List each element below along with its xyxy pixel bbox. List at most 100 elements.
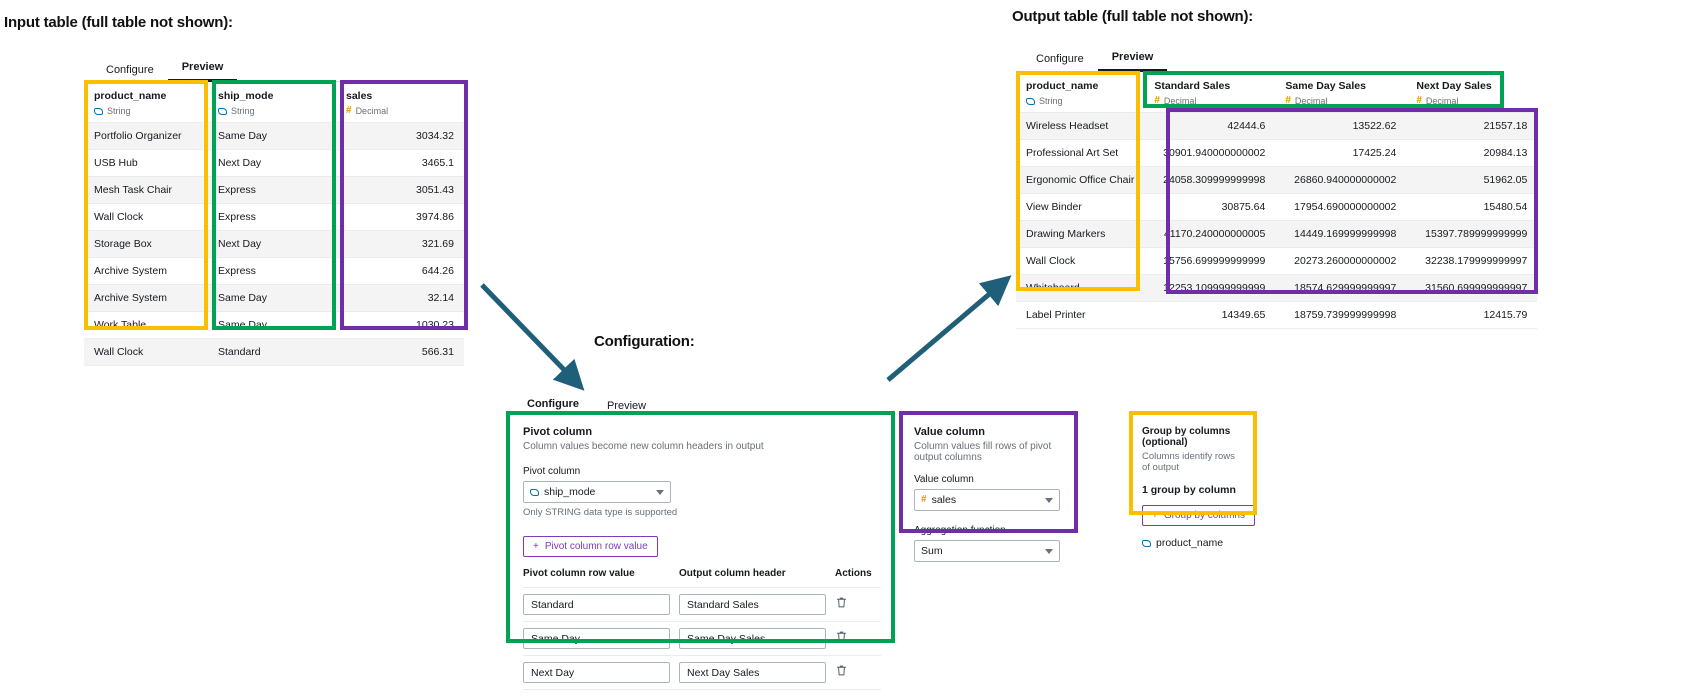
group-by-description: Columns identify rows of output <box>1142 451 1235 473</box>
table-cell: USB Hub <box>84 149 208 177</box>
table-cell: 17425.24 <box>1275 139 1407 167</box>
chevron-down-icon <box>656 489 664 495</box>
group-by-columns-panel: Group by columns (optional) Columns iden… <box>1132 414 1255 549</box>
arrow-input-to-config <box>480 283 585 391</box>
group-by-item[interactable]: product_name <box>1142 537 1244 549</box>
column-type: String <box>94 106 198 116</box>
pivot-row-actions-cell <box>835 655 881 690</box>
table-cell: Wireless Headset <box>1016 112 1145 140</box>
table-cell: Wall Clock <box>84 338 208 366</box>
table-cell: 321.69 <box>336 230 464 258</box>
pivot-col-header-value: Pivot column row value <box>523 568 679 588</box>
string-icon <box>1026 97 1035 105</box>
value-column-select[interactable]: # sales <box>914 489 1060 511</box>
pivot-row-value-input[interactable] <box>523 594 670 615</box>
value-column-heading: Value column <box>914 426 985 438</box>
pivot-column-heading: Pivot column <box>523 426 593 438</box>
column-header[interactable]: Standard Sales#Decimal <box>1144 72 1276 113</box>
pivot-row-value-input[interactable] <box>523 628 670 649</box>
delete-row-icon[interactable] <box>835 664 848 677</box>
hash-icon: # <box>346 105 352 116</box>
tab-input-configure[interactable]: Configure <box>106 64 154 76</box>
table-cell: Same Day <box>208 284 336 312</box>
pivot-row-value-input[interactable] <box>523 662 670 683</box>
string-icon <box>530 488 539 496</box>
plus-icon: + <box>533 541 539 552</box>
add-group-by-columns-button[interactable]: + Group by columns <box>1142 505 1255 526</box>
column-name: product_name <box>94 90 167 102</box>
column-name: ship_mode <box>218 90 274 102</box>
table-cell: 32238.179999999997 <box>1406 247 1538 275</box>
table-cell: 17954.690000000002 <box>1275 193 1407 221</box>
pivot-output-header-input[interactable] <box>679 594 826 615</box>
table-cell: 644.26 <box>336 257 464 285</box>
table-cell: Same Day <box>208 311 336 339</box>
table-cell: 26860.940000000002 <box>1275 166 1407 194</box>
column-header[interactable]: Next Day Sales#Decimal <box>1406 72 1538 113</box>
table-cell: 24058.309999999998 <box>1144 166 1276 194</box>
table-cell: 12415.79 <box>1406 301 1538 329</box>
column-header[interactable]: sales#Decimal <box>336 82 464 123</box>
table-cell: Archive System <box>84 284 208 312</box>
group-by-items-list: product_name <box>1142 537 1244 549</box>
table-cell: 20984.13 <box>1406 139 1538 167</box>
pivot-row <box>523 621 881 656</box>
table-cell: Mesh Task Chair <box>84 176 208 204</box>
table-cell: Label Printer <box>1016 301 1145 329</box>
column-header[interactable]: Same Day Sales#Decimal <box>1275 72 1407 113</box>
value-column-description: Column values fill rows of pivot output … <box>914 441 1052 463</box>
pivot-row-value-cell <box>523 587 679 622</box>
table-cell: 15397.789999999999 <box>1406 220 1538 248</box>
delete-row-icon[interactable] <box>835 630 848 643</box>
table-cell: 13522.62 <box>1275 112 1407 140</box>
string-icon <box>94 107 103 115</box>
table-cell: Express <box>208 257 336 285</box>
delete-row-icon[interactable] <box>835 596 848 609</box>
pivot-column-hint: Only STRING data type is supported <box>523 507 678 518</box>
tab-output-preview[interactable]: Preview <box>1097 51 1168 72</box>
pivot-column-select[interactable]: ship_mode <box>523 481 671 503</box>
table-cell: 21557.18 <box>1406 112 1538 140</box>
hash-icon: # <box>1285 95 1291 106</box>
table-cell: 32.14 <box>336 284 464 312</box>
tab-output-configure[interactable]: Configure <box>1036 53 1084 65</box>
tab-config-preview[interactable]: Preview <box>606 400 647 412</box>
aggregation-function-select[interactable]: Sum <box>914 540 1060 562</box>
column-name: sales <box>346 90 373 102</box>
column-name: Next Day Sales <box>1416 80 1492 92</box>
group-by-heading: Group by columns (optional) <box>1142 426 1231 448</box>
pivot-output-header-cell <box>679 655 835 690</box>
table-cell: 14349.65 <box>1144 301 1276 329</box>
pivot-output-header-input[interactable] <box>679 628 826 649</box>
add-pivot-column-row-value-button[interactable]: + Pivot column row value <box>523 536 658 557</box>
pivot-row-value-cell <box>523 621 679 656</box>
hash-icon: # <box>1416 95 1422 106</box>
value-column-panel: Value column Column values fill rows of … <box>902 414 1075 562</box>
column-type: String <box>1026 96 1134 106</box>
table-cell: Express <box>208 176 336 204</box>
column-type: #Decimal <box>1154 95 1197 107</box>
table-cell: Ergonomic Office Chair <box>1016 166 1145 194</box>
pivot-output-header-input[interactable] <box>679 662 826 683</box>
tab-input-preview[interactable]: Preview <box>167 61 238 82</box>
table-cell: 3034.32 <box>336 122 464 150</box>
hash-icon: # <box>921 494 927 505</box>
pivot-row-actions-cell <box>835 621 881 656</box>
add-pivot-row-value-label: Pivot column row value <box>544 541 648 552</box>
chevron-down-icon <box>1045 497 1053 503</box>
table-cell: 30875.64 <box>1144 193 1276 221</box>
chevron-down-icon <box>1045 548 1053 554</box>
table-cell: 566.31 <box>336 338 464 366</box>
